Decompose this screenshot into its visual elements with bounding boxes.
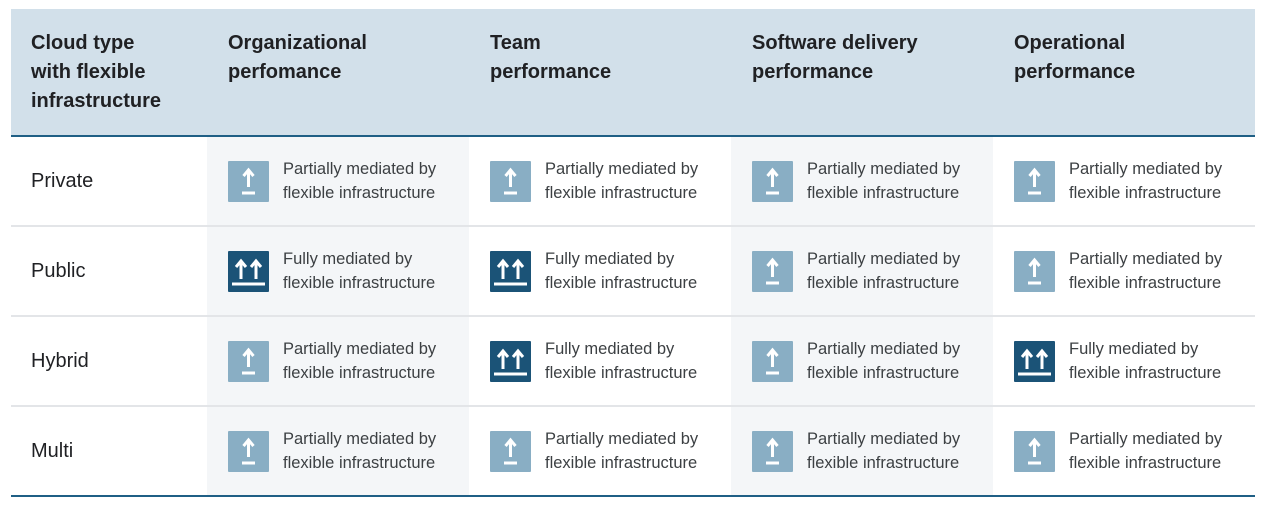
- single-up-arrow-icon: [752, 431, 793, 472]
- table-cell: Partially mediated by flexible infrastru…: [731, 137, 993, 225]
- cell-text: Fully mediated by flexible infrastructur…: [283, 250, 436, 292]
- cell-text: Partially mediated by flexible infrastru…: [283, 160, 437, 202]
- cell-text: Partially mediated by flexible infrastru…: [1069, 250, 1223, 292]
- cell-text: Partially mediated by flexible infrastru…: [1069, 430, 1223, 472]
- cell-text: Partially mediated by flexible infrastru…: [283, 430, 437, 472]
- cell-text: Partially mediated by flexible infrastru…: [545, 430, 699, 472]
- table-cell: Fully mediated by flexible infrastructur…: [469, 317, 731, 405]
- single-up-arrow-icon: [490, 161, 531, 202]
- table-cell: Partially mediated by flexible infrastru…: [469, 137, 731, 225]
- row-label: Multi: [31, 440, 74, 462]
- table-cell: Partially mediated by flexible infrastru…: [993, 137, 1255, 225]
- mediation-table: Cloud type with flexible infrastructure …: [11, 9, 1255, 497]
- table-cell: Partially mediated by flexible infrastru…: [469, 407, 731, 495]
- table-cell: Partially mediated by flexible infrastru…: [731, 227, 993, 315]
- double-up-arrow-icon: [1014, 341, 1055, 382]
- double-up-arrow-icon: [490, 341, 531, 382]
- table-cell: Partially mediated by flexible infrastru…: [207, 317, 469, 405]
- table-header: Cloud type with flexible infrastructure …: [11, 9, 1255, 137]
- single-up-arrow-icon: [752, 161, 793, 202]
- table-cell: Partially mediated by flexible infrastru…: [993, 227, 1255, 315]
- single-up-arrow-icon: [1014, 431, 1055, 472]
- header-software-delivery-performance: Software delivery performance: [752, 32, 918, 83]
- double-up-arrow-icon: [490, 251, 531, 292]
- table-cell: Fully mediated by flexible infrastructur…: [469, 227, 731, 315]
- cell-text: Partially mediated by flexible infrastru…: [807, 250, 961, 292]
- row-label: Public: [31, 260, 86, 282]
- single-up-arrow-icon: [752, 341, 793, 382]
- table-cell: Fully mediated by flexible infrastructur…: [993, 317, 1255, 405]
- cell-text: Fully mediated by flexible infrastructur…: [545, 250, 698, 292]
- cell-text: Partially mediated by flexible infrastru…: [1069, 160, 1223, 202]
- single-up-arrow-icon: [490, 431, 531, 472]
- header-cloud-type: Cloud type with flexible infrastructure: [31, 32, 162, 112]
- single-up-arrow-icon: [1014, 161, 1055, 202]
- cell-text: Fully mediated by flexible infrastructur…: [1069, 340, 1222, 382]
- table-cell: Partially mediated by flexible infrastru…: [731, 317, 993, 405]
- table-cell: Partially mediated by flexible infrastru…: [993, 407, 1255, 495]
- table-cell: Partially mediated by flexible infrastru…: [207, 407, 469, 495]
- cell-text: Partially mediated by flexible infrastru…: [807, 340, 961, 382]
- cell-text: Partially mediated by flexible infrastru…: [283, 340, 437, 382]
- table-row: Hybrid Partially mediated by flexible inf…: [11, 317, 1255, 407]
- cell-text: Fully mediated by flexible infrastructur…: [545, 340, 698, 382]
- single-up-arrow-icon: [228, 341, 269, 382]
- single-up-arrow-icon: [228, 161, 269, 202]
- header-organizational-performance: Organizational perfomance: [228, 32, 367, 83]
- cell-text: Partially mediated by flexible infrastru…: [807, 430, 961, 472]
- single-up-arrow-icon: [1014, 251, 1055, 292]
- single-up-arrow-icon: [752, 251, 793, 292]
- table-row: Public Fully mediated by flexible infrast…: [11, 227, 1255, 317]
- table-cell: Partially mediated by flexible infrastru…: [207, 137, 469, 225]
- header-team-performance: Team performance: [490, 32, 612, 83]
- cell-text: Partially mediated by flexible infrastru…: [545, 160, 699, 202]
- table-row: Multi Partially mediated by flexible infr…: [11, 407, 1255, 497]
- single-up-arrow-icon: [228, 431, 269, 472]
- header-operational-performance: Operational performance: [1014, 32, 1136, 83]
- row-label: Hybrid: [31, 350, 89, 372]
- double-up-arrow-icon: [228, 251, 269, 292]
- table-cell: Partially mediated by flexible infrastru…: [731, 407, 993, 495]
- table-cell: Fully mediated by flexible infrastructur…: [207, 227, 469, 315]
- row-label: Private: [31, 170, 94, 192]
- table-row: Private Partially mediated by flexible in…: [11, 137, 1255, 227]
- cell-text: Partially mediated by flexible infrastru…: [807, 160, 961, 202]
